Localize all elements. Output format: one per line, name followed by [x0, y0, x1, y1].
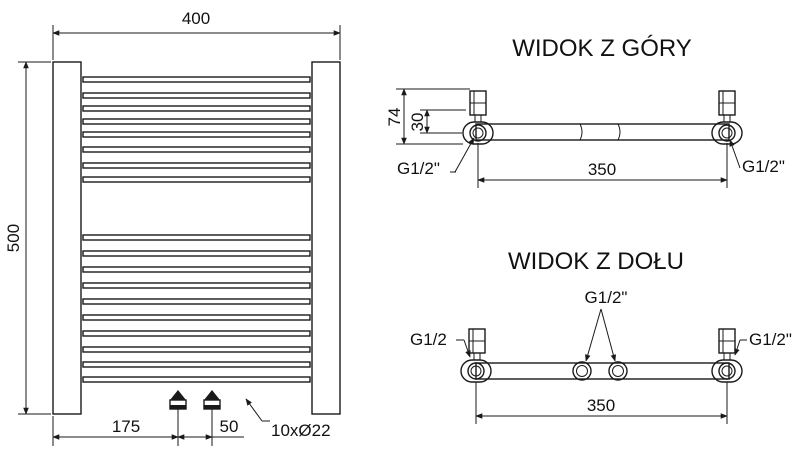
inlet-dimensions: 175 50 — [52, 409, 244, 446]
rail-15 — [82, 330, 311, 337]
top-spacing-dimension: 350 — [477, 143, 728, 188]
top-thread-right-label: G1/2" — [742, 157, 785, 176]
inlet-valve-left — [169, 390, 187, 410]
depth-dimensions: 74 30 — [385, 88, 470, 145]
rail-10 — [82, 250, 311, 257]
inlet-offset-label: 175 — [112, 417, 140, 436]
width-label: 400 — [182, 9, 210, 28]
depth-label: 74 — [385, 108, 404, 127]
top-view-title: WIDOK Z GÓRY — [512, 35, 692, 62]
rail-4 — [82, 118, 311, 125]
axis-depth-label: 30 — [408, 113, 427, 132]
right-post — [311, 61, 341, 415]
bottom-tube — [475, 362, 730, 380]
inlet-valve-right — [203, 390, 221, 410]
bottom-view: WIDOK Z DOŁU — [410, 248, 792, 424]
rail-13 — [82, 298, 311, 305]
height-label: 500 — [4, 224, 23, 252]
rail-14 — [82, 314, 311, 321]
bottom-center-inlet-left — [572, 361, 592, 381]
bottom-thread-left-label: G1/2 — [410, 330, 447, 349]
rail-6 — [82, 146, 311, 153]
rail-2 — [82, 92, 311, 99]
rail-17 — [82, 361, 311, 368]
width-dimension: 400 — [52, 9, 341, 60]
top-tube — [475, 123, 730, 141]
rail-11 — [82, 266, 311, 273]
rail-3 — [82, 105, 311, 112]
rail-7 — [82, 162, 311, 169]
top-right-connector — [711, 90, 743, 145]
bottom-spacing-dimension: 350 — [475, 382, 728, 424]
top-spacing-label: 350 — [588, 160, 616, 179]
bottom-right-connector — [711, 328, 743, 383]
top-view: WIDOK Z GÓRY — [385, 35, 785, 188]
bottom-center-inlet-right — [608, 361, 628, 381]
tube-label: 10xØ22 — [271, 421, 331, 440]
bottom-thread-center: G1/2" — [585, 288, 628, 362]
rail-8 — [82, 176, 311, 183]
top-thread-left-label: G1/2" — [397, 159, 440, 178]
inlet-spacing-label: 50 — [220, 417, 239, 436]
bottom-thread-left: G1/2 — [410, 330, 471, 358]
rail-5 — [82, 131, 311, 138]
bottom-spacing-label: 350 — [587, 396, 615, 415]
rail-9 — [82, 234, 311, 241]
rail-16 — [82, 346, 311, 353]
top-thread-right: G1/2" — [729, 139, 785, 176]
left-post — [52, 61, 82, 415]
height-dimension: 500 — [4, 61, 51, 415]
bottom-thread-right: G1/2" — [734, 330, 792, 356]
rail-12 — [82, 282, 311, 289]
bottom-left-connector — [460, 328, 492, 383]
rails-group — [82, 76, 311, 383]
tube-leader: 10xØ22 — [245, 398, 331, 440]
rail-18 — [82, 376, 311, 383]
bottom-thread-center-label: G1/2" — [585, 288, 628, 307]
bottom-thread-right-label: G1/2" — [749, 330, 792, 349]
bottom-view-title: WIDOK Z DOŁU — [508, 248, 684, 275]
rail-1 — [82, 76, 311, 83]
top-left-connector — [462, 90, 494, 145]
front-view: 400 500 175 50 — [4, 9, 341, 446]
top-thread-left: G1/2" — [397, 137, 475, 178]
